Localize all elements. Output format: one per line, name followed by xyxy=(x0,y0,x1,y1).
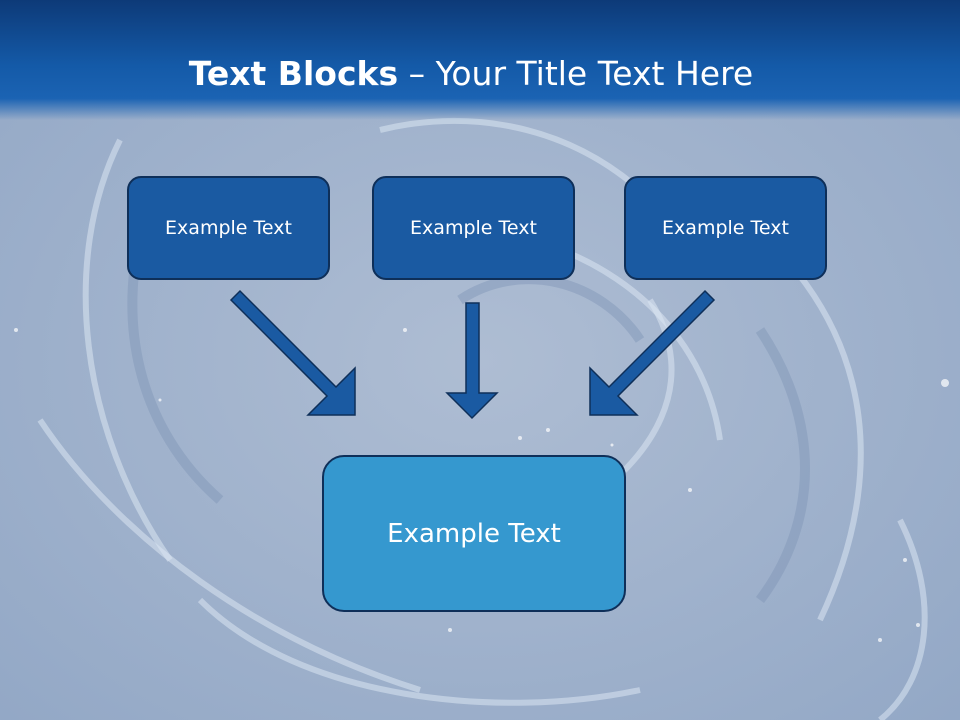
text-block-top-middle: Example Text xyxy=(372,176,575,280)
arrow-middle xyxy=(445,302,499,420)
text-block-bottom: Example Text xyxy=(322,455,626,612)
title-bar xyxy=(0,0,960,120)
title-rest: Your Title Text Here xyxy=(435,54,754,93)
arrow-left xyxy=(229,289,356,416)
title-bold-part: Text Blocks xyxy=(188,54,399,93)
slide-title: Text Blocks – Your Title Text Here xyxy=(0,52,942,96)
text-block-label: Example Text xyxy=(387,518,561,549)
text-block-top-right: Example Text xyxy=(624,176,827,280)
text-block-label: Example Text xyxy=(165,217,292,239)
text-block-label: Example Text xyxy=(662,217,789,239)
arrow-right xyxy=(589,289,716,416)
text-block-top-left: Example Text xyxy=(127,176,330,280)
text-block-label: Example Text xyxy=(410,217,537,239)
title-separator: – xyxy=(398,54,436,93)
